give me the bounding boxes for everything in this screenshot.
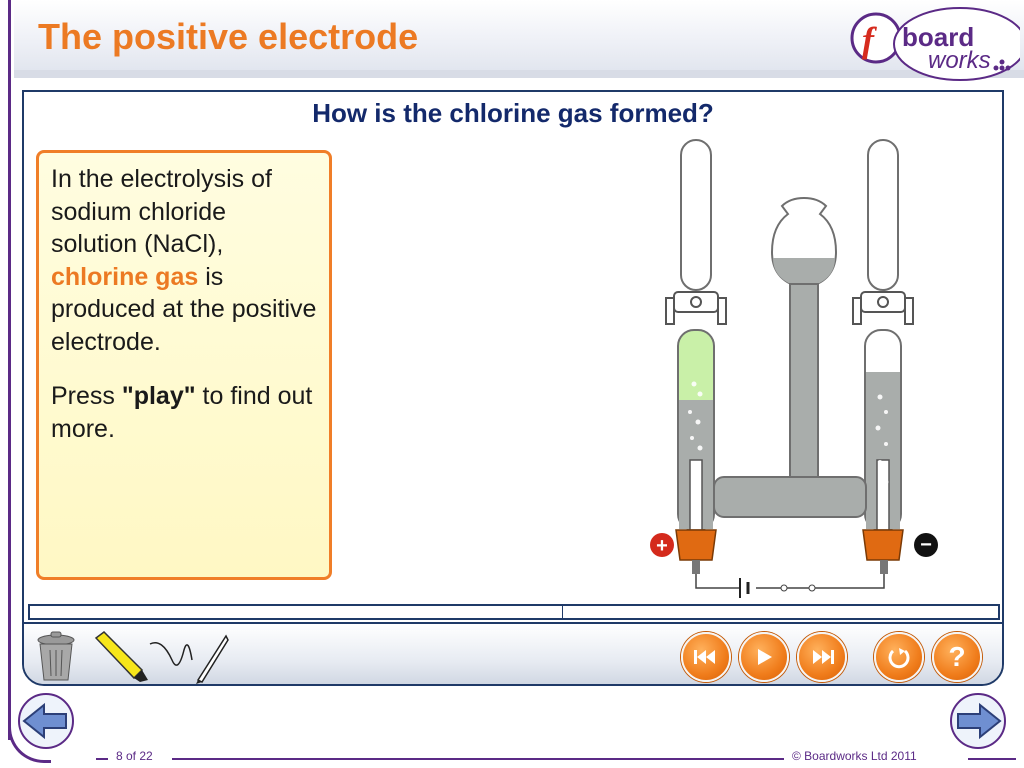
left-arrow-icon [22,702,67,740]
highlight-chlorine-gas: chlorine gas [51,262,199,291]
frame-left-border [8,0,11,740]
right-terminal [880,560,888,574]
info-box: In the electrolysis of sodium chloride s… [36,150,332,580]
trash-icon[interactable] [34,630,78,684]
footer-line-middle [172,758,784,760]
logo-text-board: board [902,22,974,52]
left-bung [675,529,717,561]
left-terminal [692,560,700,574]
next-slide-button[interactable] [946,692,1010,750]
logo-text-works: works [928,47,991,74]
page-counter: 8 of 22 [112,749,157,763]
negative-electrode [876,459,890,531]
bottom-toolbar: ? [24,622,1002,684]
svg-text:+: + [656,535,668,557]
previous-slide-button[interactable] [14,692,78,750]
switch-contact-a [780,584,788,592]
title-underline [14,70,1024,78]
right-tap-icon [852,291,914,325]
rewind-button[interactable] [681,632,731,682]
reservoir-stem [789,283,819,485]
play-button[interactable] [739,632,789,682]
connecting-tube [713,476,867,518]
info-paragraph-1: In the electrolysis of sodium chloride s… [51,165,317,356]
help-icon: ? [948,641,966,672]
flash-logo-f: f [862,20,877,60]
pen-icon[interactable] [148,630,230,684]
highlighter-icon[interactable] [90,630,152,684]
switch-contact-b [808,584,816,592]
progress-marker [562,606,563,618]
boardworks-logo: f board works [850,7,1020,81]
copyright-text: © Boardworks Ltd 2011 [788,749,921,763]
electrolysis-apparatus: + − [650,139,938,598]
fast-forward-button[interactable] [797,632,847,682]
circuit-wire [695,574,885,589]
play-icon [758,649,772,665]
flash-logo-circle [850,12,902,64]
animation-stage: How is the chlorine gas formed? In the e… [22,90,1004,686]
right-bung [862,529,904,561]
help-button[interactable]: ? [932,632,982,682]
right-arrow-icon [957,702,1002,740]
fast-forward-icon [813,650,834,664]
footer-line-right [968,758,1016,760]
footer-line-left [96,758,108,760]
info-paragraph-2: Press "play" to find out more. [51,382,313,443]
replay-icon [888,648,910,669]
animation-progress-bar[interactable] [28,604,1000,620]
negative-badge-icon [914,533,938,557]
left-tube-top [680,139,712,291]
play-keyword: "play" [121,382,196,410]
page-title: The positive electrode [38,16,419,57]
logo-oval [893,7,1020,81]
gas-bubbles [688,381,889,504]
stage-heading: How is the chlorine gas formed? [312,98,714,128]
replay-button[interactable] [874,632,924,682]
right-tube-top [867,139,899,291]
svg-text:−: − [920,534,932,556]
positive-badge-icon [650,533,674,557]
positive-electrode [689,459,703,531]
rewind-icon [694,650,715,664]
left-tap-icon [665,291,727,325]
